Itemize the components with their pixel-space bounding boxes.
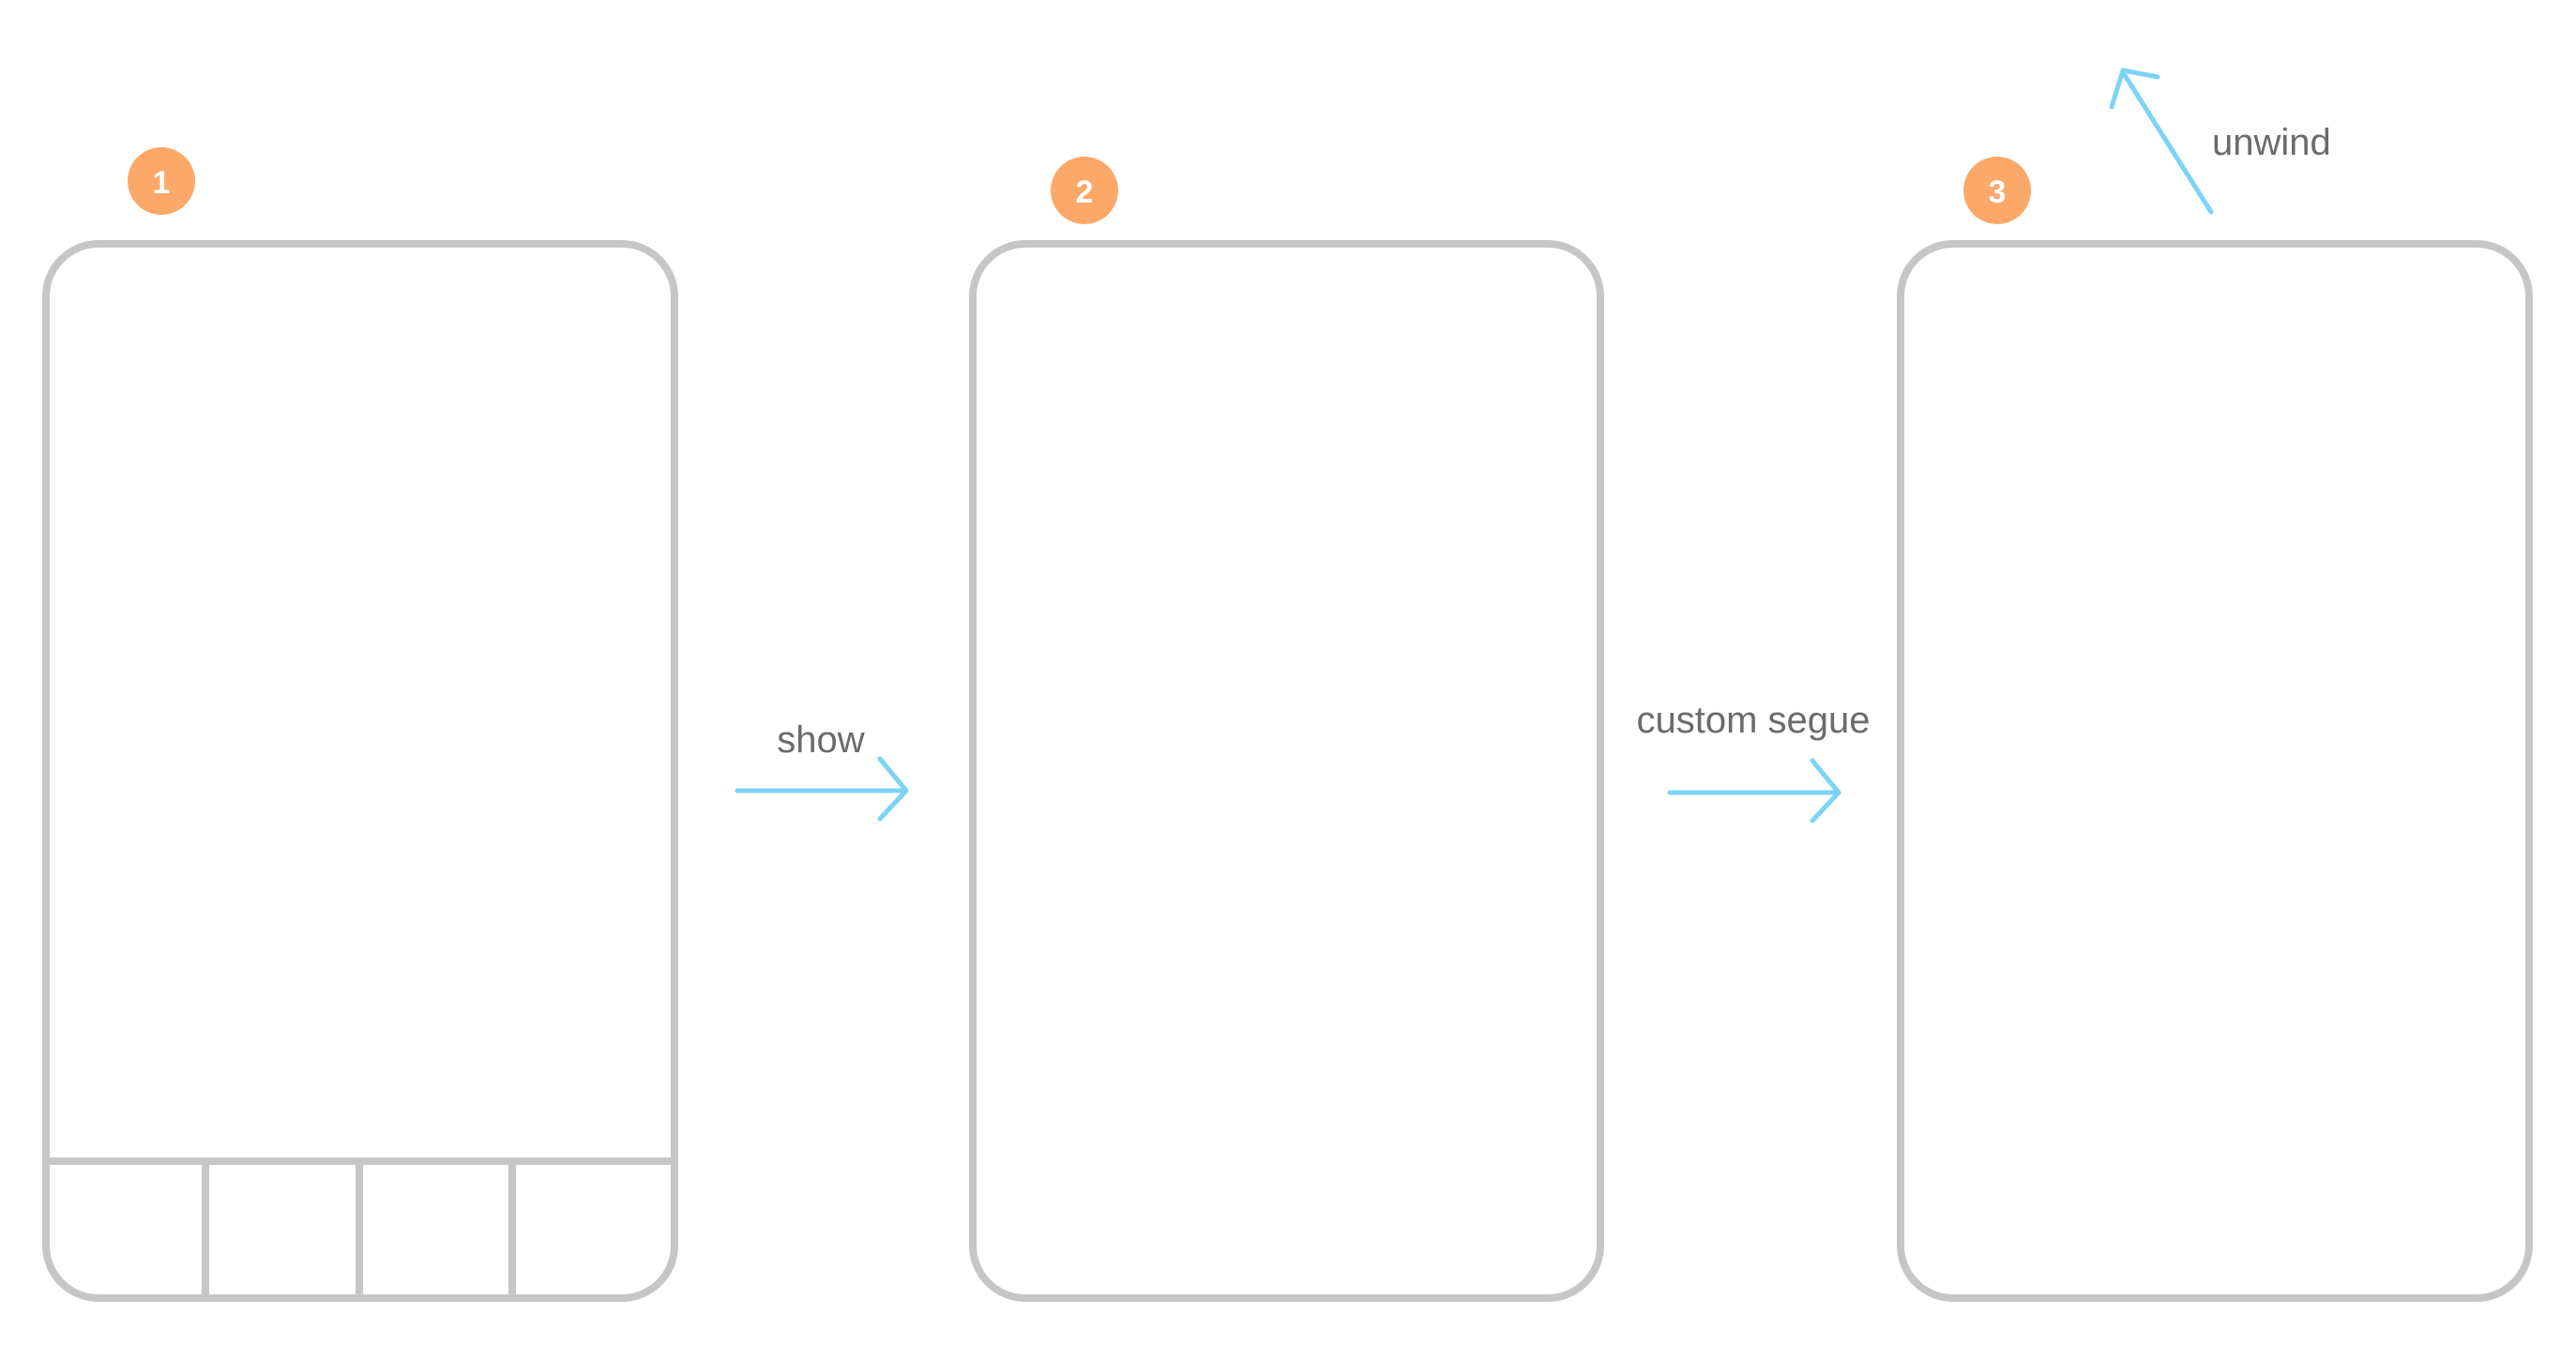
badge-1-label: 1 (153, 165, 171, 201)
badge-1: 1 (128, 147, 195, 215)
show-segue: show (735, 719, 909, 822)
screen-3-frame (1897, 240, 2533, 1302)
badge-2: 2 (1051, 157, 1118, 224)
unwind-arrow-shaft (2120, 69, 2214, 215)
custom-segue-label: custom segue (1636, 700, 1870, 741)
show-arrow-head (877, 756, 909, 822)
custom-segue-arrow-head (1810, 758, 1841, 824)
badge-3: 3 (1963, 157, 2031, 224)
unwind-arrow-head (2109, 68, 2160, 110)
show-label: show (777, 719, 864, 761)
screen-2-frame (969, 240, 1604, 1302)
badge-2-label: 2 (1076, 174, 1094, 210)
custom-segue: custom segue (1636, 700, 1871, 824)
screen-3: 3 (1897, 157, 2533, 1302)
screen-2: 2 (969, 157, 1604, 1302)
badge-3-label: 3 (1989, 174, 2007, 210)
screen-1: 1 (42, 147, 678, 1302)
unwind-segue: unwind (2109, 68, 2331, 215)
screen-1-frame (42, 240, 678, 1302)
unwind-label: unwind (2212, 122, 2331, 163)
